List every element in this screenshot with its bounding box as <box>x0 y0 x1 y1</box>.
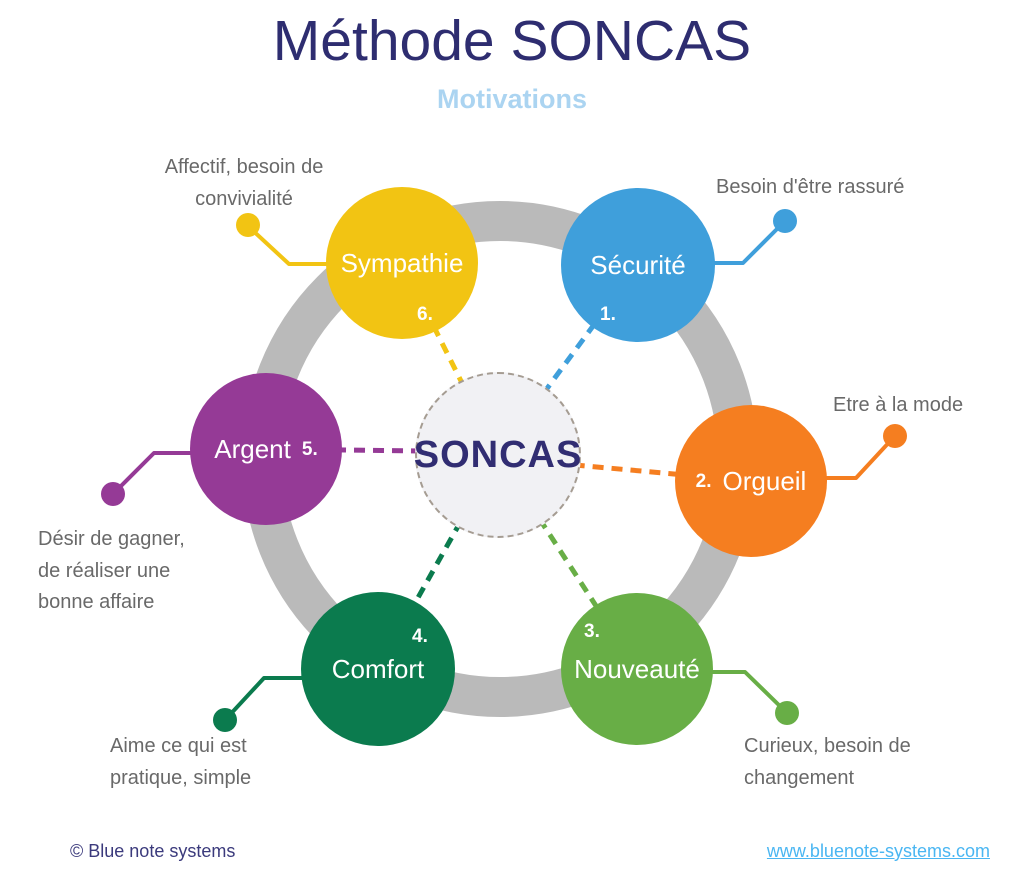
connector-orgueil <box>822 435 896 480</box>
node-nouveaute: Nouveauté 3. <box>561 593 713 745</box>
connector-sympathie <box>247 225 332 266</box>
node-orgueil: 2. Orgueil <box>675 405 827 557</box>
node-orgueil-label: Orgueil <box>722 466 807 496</box>
dot-comfort <box>213 708 237 732</box>
center-label: SONCAS <box>413 433 583 476</box>
node-argent-number: 5. <box>301 438 318 460</box>
node-nouveaute-label: Nouveauté <box>574 654 700 684</box>
node-comfort-number: 4. <box>412 626 428 647</box>
node-securite-number: 1. <box>600 304 616 325</box>
node-argent-label: Argent <box>214 434 291 464</box>
node-sympathie-number: 6. <box>417 304 433 325</box>
page-subtitle: Motivations <box>436 84 587 114</box>
annotation-argent: Désir de gagner, de réaliser une bonne a… <box>38 528 185 614</box>
annotation-comfort: Aime ce qui est pratique, simple <box>110 735 252 789</box>
node-securite: Sécurité 1. <box>561 188 715 342</box>
page-title: Méthode SONCAS <box>272 9 752 73</box>
connector-comfort <box>224 676 306 721</box>
node-securite-label: Sécurité <box>590 250 686 280</box>
footer-copyright: © Blue note systems <box>70 841 236 861</box>
dot-nouveaute <box>775 701 799 725</box>
node-nouveaute-number: 3. <box>584 621 600 642</box>
footer-website-link[interactable]: www.bluenote-systems.com <box>766 841 990 861</box>
node-argent: Argent 5. <box>190 373 342 525</box>
annotation-sympathie: Affectif, besoin de convivialité <box>164 156 324 210</box>
connector-securite <box>710 220 786 265</box>
node-comfort: Comfort 4. <box>301 592 455 746</box>
connector-argent <box>112 451 195 495</box>
annotation-orgueil: Etre à la mode <box>833 394 964 416</box>
dot-orgueil <box>883 424 907 448</box>
dot-securite <box>773 209 797 233</box>
annotation-securite: Besoin d'être rassuré <box>716 176 905 198</box>
connector-nouveaute <box>708 670 788 714</box>
annotation-nouveaute: Curieux, besoin de changement <box>744 735 911 789</box>
center-node: SONCAS <box>413 372 583 538</box>
dot-argent <box>101 482 125 506</box>
dot-sympathie <box>236 213 260 237</box>
node-sympathie-label: Sympathie <box>340 248 464 278</box>
node-orgueil-number: 2. <box>695 470 712 492</box>
node-sympathie: Sympathie 6. <box>326 187 478 339</box>
node-comfort-label: Comfort <box>331 654 425 684</box>
